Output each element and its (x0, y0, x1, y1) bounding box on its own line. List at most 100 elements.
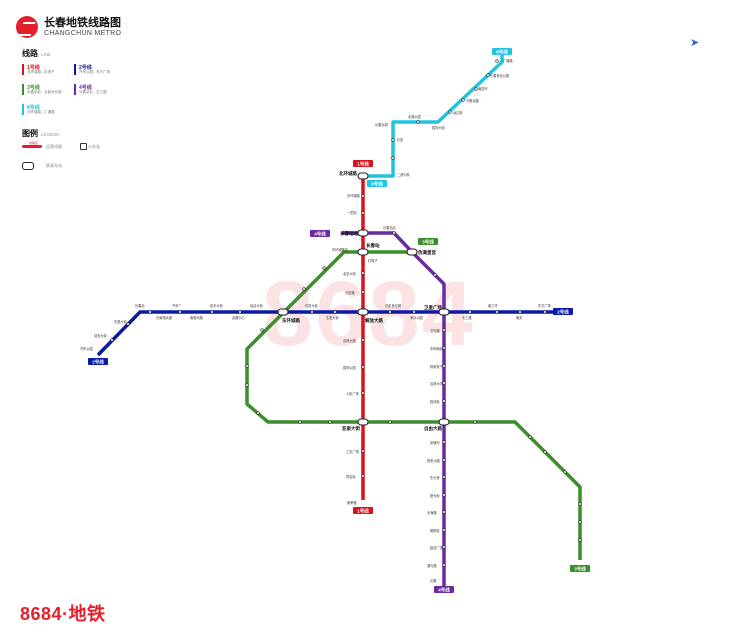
station-label[interactable]: 伊通河 (430, 440, 440, 445)
station-label[interactable]: 长春站 (135, 303, 145, 308)
line-badges: 8号线 1号线 8号线 4号线 3号线 2号线 2号线 1号线 4号线 3号线 (88, 48, 590, 594)
line-badge[interactable] (570, 565, 590, 572)
station-label[interactable]: 二道中街 (397, 172, 411, 177)
station-label[interactable]: 人民广场 (346, 391, 359, 396)
legend-line-1[interactable]: 1号线 北环城路 - 红嘴子 (22, 64, 82, 78)
station-label[interactable]: 汽车公园 (80, 346, 93, 351)
station-label[interactable]: 光复路 (345, 290, 355, 295)
changchun-metro-logo-icon (16, 16, 38, 38)
line-badge-label: 3号线 (574, 566, 586, 573)
map-title-english: CHANGCHUN METRO (44, 30, 122, 37)
line-badge[interactable] (553, 308, 573, 315)
station-label[interactable]: 硅谷大街 (250, 303, 264, 308)
station-label[interactable]: 东大桥 (430, 475, 440, 480)
station-label[interactable]: 东方广场 (538, 303, 551, 308)
station-label[interactable]: 北湖公园 (408, 114, 421, 119)
train-station-icon (80, 143, 87, 150)
station-label[interactable]: 天工路 (462, 315, 472, 320)
station-label[interactable]: 自由大路 (424, 425, 442, 432)
transfer-station-icon (22, 162, 34, 170)
station-label[interactable]: 汽车厂 (172, 303, 182, 308)
station-label[interactable]: 工农广场 (346, 449, 359, 454)
map-title: 长春地铁线路图 (44, 17, 121, 29)
station-label[interactable]: 南关 (516, 315, 523, 320)
station-label[interactable]: 南三环 (488, 303, 498, 308)
station-label[interactable]: 南湖大路 (190, 315, 204, 320)
station-label[interactable]: 红嘴子 (368, 258, 378, 263)
station-label[interactable]: 建设广场 (430, 545, 443, 550)
station-label[interactable]: 前进大街 (305, 303, 319, 308)
station-label[interactable]: 广通路 (503, 58, 513, 63)
station-label[interactable]: 东盛大街 (114, 319, 128, 324)
station-label[interactable]: 东环城路 (282, 317, 300, 324)
legend-line-4[interactable]: 4号线 长春站北 - 天工路 (74, 84, 134, 98)
station-label[interactable]: 民丰大街 (210, 303, 224, 308)
station-label[interactable]: 长春站北 (383, 225, 397, 230)
station-label[interactable]: 长春 (430, 578, 437, 583)
line-badge[interactable] (310, 230, 330, 237)
station-label[interactable]: 延安大街 (94, 333, 108, 338)
station-label[interactable]: 净月公园 (410, 315, 423, 320)
station-label[interactable]: 长春站北 (340, 230, 358, 237)
legend-line-2[interactable]: 2号线 汽车公园 - 东方广场 (74, 64, 134, 78)
legend-line-3[interactable]: 3号线 长春站北 - 长影世纪城 (22, 84, 82, 98)
line-badge[interactable] (434, 586, 454, 593)
station-label[interactable]: 长春北湖 (375, 122, 388, 127)
station-label[interactable]: 会展中心 (232, 315, 246, 320)
line-badge-label: 4号线 (438, 587, 450, 594)
station-label[interactable]: 胜利大街 (432, 125, 446, 130)
legend-line-8[interactable]: 8号线 北环城路 - 广通路 (22, 104, 82, 118)
line-badge-label: 1号线 (357, 161, 369, 168)
station-label[interactable]: 长春世纪公园 (490, 73, 509, 78)
station-label[interactable]: 东南湖大路 (156, 315, 173, 320)
station-label[interactable]: 西安大路 (427, 458, 441, 463)
line-badge[interactable] (492, 48, 512, 55)
line-badge[interactable] (353, 507, 373, 514)
line-badge[interactable] (418, 238, 438, 245)
station-label[interactable]: 临河街 (430, 399, 440, 404)
station-label[interactable]: 长影世纪城 (385, 303, 402, 308)
station-label[interactable]: 东环城路 (347, 193, 361, 198)
line-badge[interactable] (367, 180, 387, 187)
station-dots (110, 59, 582, 567)
station-label[interactable]: 繁荣路 (347, 500, 357, 505)
station-label[interactable]: 东环城路站 (332, 247, 349, 252)
station-label[interactable]: 长影 (397, 137, 404, 142)
station-label[interactable]: 杨家歲子 (430, 364, 444, 369)
station-label[interactable]: 北海路 (427, 510, 437, 515)
line-legend: 1号线 北环城路 - 红嘴子 2号线 汽车公园 - 东方广场 3号线 长春站北 … (22, 64, 162, 124)
station-label[interactable]: 亚泰大街 (342, 425, 360, 432)
station-label[interactable]: 长春站 (366, 242, 380, 249)
station-label[interactable]: 东岭南街 (430, 346, 444, 351)
line-badge-label: 4号线 (314, 231, 326, 238)
station-label[interactable]: 吉林大路 (343, 338, 357, 343)
station-label[interactable]: 湖光路 (427, 563, 437, 568)
line-badge[interactable] (88, 358, 108, 365)
line-badge-label: 8号线 (496, 49, 508, 56)
station-label[interactable]: 盛大街 (430, 493, 440, 498)
station-label[interactable]: 南四环 (478, 86, 488, 91)
station-label[interactable]: 兴隆北路 (466, 98, 480, 103)
station-label[interactable]: 一匡街 (347, 210, 357, 215)
line-badge[interactable] (353, 160, 373, 167)
brand-logo: 8684·地铁 (20, 604, 106, 624)
station-label[interactable]: 远达街 (453, 110, 463, 115)
line-4-track (342, 231, 446, 588)
station-label[interactable]: 吉林大学 (430, 381, 443, 386)
station-label[interactable]: 普阳街 (430, 528, 440, 533)
station-label[interactable]: 北京大街 (343, 271, 357, 276)
station-label[interactable]: 解放大路 (365, 317, 383, 324)
line-sample-icon (22, 145, 42, 148)
line-badge-label: 2号线 (557, 309, 569, 316)
station-label[interactable]: 同志街 (346, 474, 356, 479)
station-label[interactable]: 生态大街 (326, 315, 340, 320)
station-label[interactable]: 卫光路 (430, 328, 440, 333)
station-label[interactable]: 北环城路 (339, 170, 357, 177)
line-badge-label: 2号线 (92, 359, 104, 366)
station-label[interactable]: 伪满皇宫 (417, 249, 436, 256)
station-label[interactable]: 胜利公园 (343, 365, 356, 370)
station-label[interactable]: 卫星广场 (424, 304, 442, 311)
